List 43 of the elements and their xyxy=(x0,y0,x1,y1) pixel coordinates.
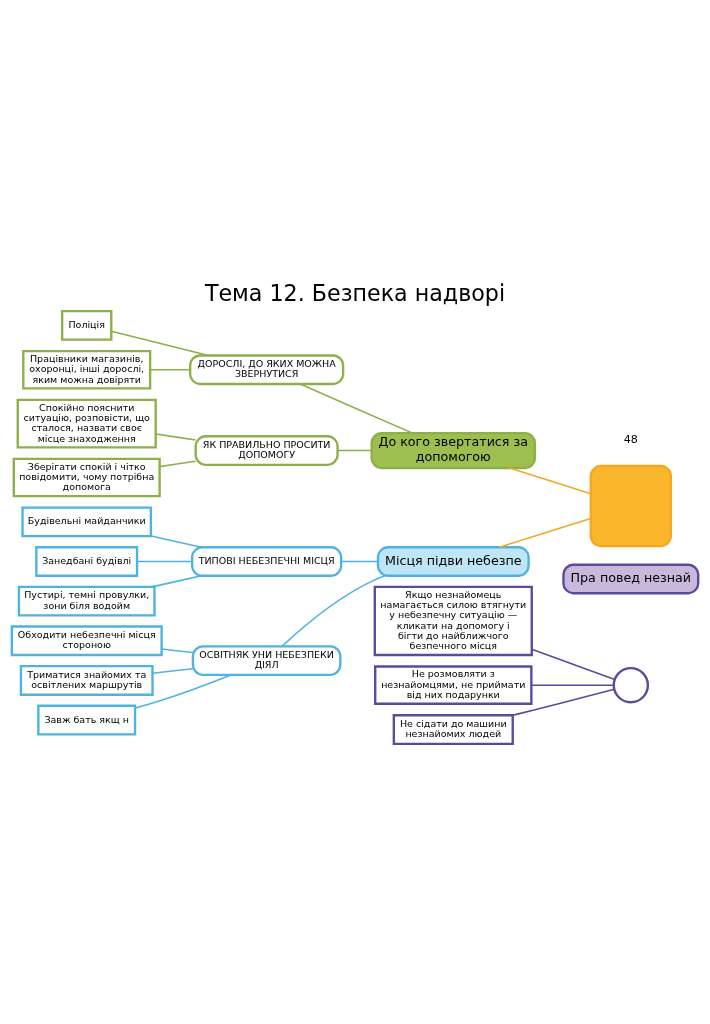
node-box: До кого звертатися за допомогою xyxy=(370,431,537,470)
connector xyxy=(150,535,203,549)
connector xyxy=(155,433,197,441)
node-box: Місця підви небезпе xyxy=(376,546,530,577)
node-box: Завж бать якщ н xyxy=(37,704,137,736)
label: 48 xyxy=(623,433,638,447)
node-box: Не сідати до машини незнайомих людей xyxy=(392,714,514,746)
node-box: ОСВІТНЯК УНИ НЕБЕЗПЕКИ ДІЯЛ xyxy=(191,645,342,677)
node-box: Пра повед незнай xyxy=(562,563,700,595)
node-box: Триматися знайомих та освітлених маршрутів xyxy=(19,664,154,696)
connector xyxy=(161,648,194,654)
node-box: Занедбані будівлі xyxy=(35,546,139,577)
connector xyxy=(151,667,194,674)
connector xyxy=(531,648,616,681)
connector xyxy=(136,560,193,563)
node-box xyxy=(589,464,673,548)
node-box: Спокійно пояснити ситуацію, розповісти, що сталося, назвати своє місце знаходження xyxy=(16,398,157,449)
node-box: Будівельні майданчики xyxy=(21,506,153,538)
node-box: Поліція xyxy=(60,309,113,341)
node-box: Якщо незнайомець намагається силою втягнути у небезпечну ситуацію — кликати на допомогу і бігти до найближчого безпечного місця xyxy=(373,585,533,657)
node-box: Пустирі, темні провулки, зони біля водойм xyxy=(17,585,156,617)
connector xyxy=(336,449,373,452)
connector xyxy=(281,575,386,647)
node-box: Зберігати спокій і чітко повідомити, чому потрібна допомога xyxy=(12,457,161,498)
connector xyxy=(110,330,210,357)
node-box: Працівники магазинів, охоронці, інші дорослі, яким можна довіряти xyxy=(22,349,152,390)
connector xyxy=(530,684,615,686)
node-box: Не розмовляти з незнайомцями, не приймати від них подарунки xyxy=(374,665,533,705)
connector xyxy=(498,517,592,549)
connector xyxy=(299,383,414,434)
connector xyxy=(512,688,615,717)
connector xyxy=(158,460,197,468)
node-box: ТИПОВІ НЕБЕЗПЕЧНІ МІСЦЯ xyxy=(190,546,343,577)
connector xyxy=(340,560,379,563)
connector xyxy=(134,674,232,709)
connector xyxy=(151,575,203,588)
diagram-title: Тема 12. Безпека надворі xyxy=(204,280,506,307)
node-circle xyxy=(612,666,650,704)
connector xyxy=(508,467,592,495)
node-box: ДОРОСЛІ, ДО ЯКИХ МОЖНА ЗВЕРНУТИСЯ xyxy=(188,354,345,386)
connector xyxy=(149,368,191,371)
node-box: ЯК ПРАВИЛЬНО ПРОСИТИ ДОПОМОГУ xyxy=(194,435,339,467)
node-box: Обходити небезпечні місця стороною xyxy=(10,625,163,657)
